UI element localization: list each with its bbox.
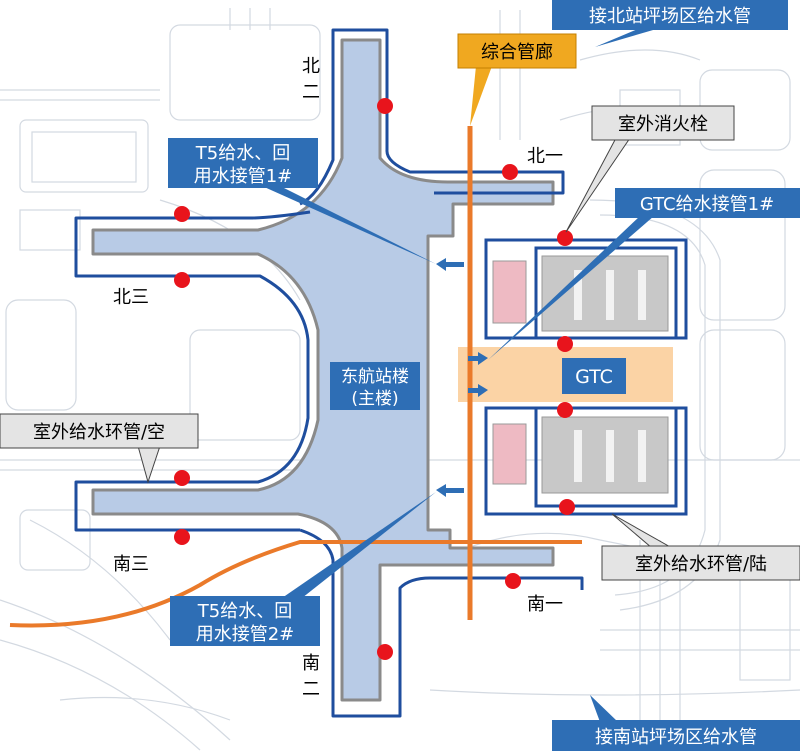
gtc-block-north-pink — [492, 260, 527, 324]
utility-tunnel — [9, 126, 582, 628]
hydrant-marker — [502, 164, 518, 180]
pier-label-south-two-a: 南 — [302, 653, 320, 674]
pier-labels: 北 二 北一 北三 南三 南一 南 二 — [113, 56, 563, 700]
hydrant-marker — [174, 206, 190, 222]
pipe-loop-south — [299, 528, 584, 718]
gtc-complex: GTC — [458, 238, 688, 516]
pipe-loop-north — [299, 28, 565, 206]
callout-south-station-pipe: 接南站坪场区给水管 — [552, 695, 800, 751]
callout-t5-pipe-1-text-2: 用水接管1# — [194, 166, 293, 187]
hydrant-marker — [505, 573, 521, 589]
callout-south-station-pipe-text: 接南站坪场区给水管 — [595, 727, 757, 748]
arrow-gtc-1 — [468, 352, 488, 365]
gtc-label-box — [562, 358, 626, 394]
callout-north-station-pipe: 接北站坪场区给水管 — [552, 0, 788, 47]
gtc-parking-south — [541, 416, 669, 494]
hydrant-marker — [174, 272, 190, 288]
callout-north-station-pipe-text: 接北站坪场区给水管 — [589, 6, 751, 27]
callout-ring-landside: 室外给水环管/陆 — [601, 513, 800, 581]
hydrant-marker — [377, 644, 393, 660]
callout-t5-pipe-2-text-2: 用水接管2# — [196, 624, 295, 645]
callout-t5-pipe-2-text-1: T5给水、回 — [197, 601, 292, 622]
pier-label-north-one: 北一 — [527, 146, 563, 167]
arrow-gtc-2 — [468, 384, 488, 397]
pier-label-north-three: 北三 — [113, 287, 149, 308]
pier-label-south-three: 南三 — [113, 554, 149, 575]
hydrant-marker — [559, 499, 575, 515]
terminal-outline — [91, 38, 555, 702]
callout-ring-airside: 室外给水环管/空 — [0, 413, 199, 484]
callout-utility-tunnel: 综合管廊 — [457, 33, 577, 126]
callout-utility-tunnel-text: 综合管廊 — [481, 42, 553, 63]
hydrant-marker — [174, 470, 190, 486]
gtc-block-south-pink — [492, 423, 527, 485]
pier-label-south-two-b: 二 — [302, 679, 320, 700]
hydrant-marker — [557, 336, 573, 352]
callout-t5-pipe-1-text-1: T5给水、回 — [195, 143, 290, 164]
hydrant-marker — [557, 402, 573, 418]
callout-gtc-pipe: GTC给水接管1# — [488, 188, 800, 360]
callout-ring-airside-text: 室外给水环管/空 — [33, 422, 165, 443]
callout-outdoor-hydrant-text: 室外消火栓 — [618, 114, 708, 135]
hydrant-marker — [557, 230, 573, 246]
gtc-label: GTC — [575, 366, 613, 388]
connection-arrows — [436, 258, 488, 497]
callout-outdoor-hydrant: 室外消火栓 — [565, 105, 735, 233]
pier-label-south-one: 南一 — [527, 594, 563, 615]
pipe-loop-north-three — [74, 210, 311, 532]
fire-hydrants — [174, 98, 575, 660]
callout-t5-pipe-1: T5给水、回 用水接管1# — [168, 138, 436, 264]
terminal-label-line2: (主楼) — [351, 389, 398, 409]
terminal-building: 东航站楼 (主楼) — [74, 28, 584, 718]
callout-gtc-pipe-text: GTC给水接管1# — [640, 194, 774, 215]
hydrant-marker — [174, 529, 190, 545]
callout-t5-pipe-2: T5给水、回 用水接管2# — [170, 492, 436, 646]
callout-ring-landside-text: 室外给水环管/陆 — [635, 554, 767, 575]
hydrant-marker — [377, 98, 393, 114]
pier-label-north-two-b: 二 — [302, 82, 320, 103]
terminal-label-box — [330, 362, 420, 410]
pier-label-north-two-a: 北 — [302, 56, 320, 77]
terminal-label-line1: 东航站楼 — [341, 367, 409, 387]
arrow-t5-2 — [436, 484, 464, 497]
arrow-t5-1 — [436, 258, 464, 271]
